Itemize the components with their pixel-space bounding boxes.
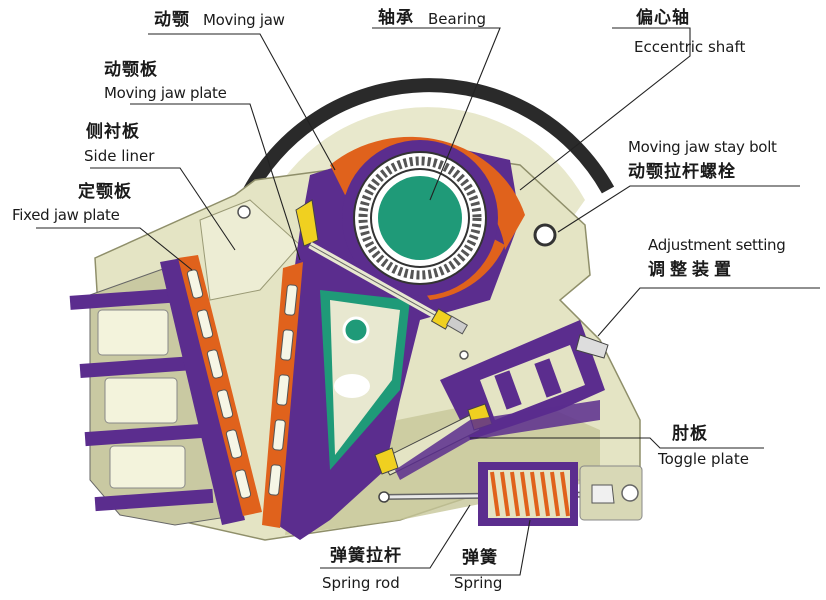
label-side-liner-zh: 侧衬板: [86, 122, 140, 142]
moving-jaw-teeth: [268, 284, 298, 496]
label-moving-jaw-en: Moving jaw: [203, 11, 285, 29]
fixed-jaw-teeth: [186, 269, 252, 499]
flywheel-rim: [238, 78, 615, 204]
leader-lines: [36, 27, 820, 576]
label-spring-en: Spring: [454, 574, 503, 592]
fixed-jaw-ribs: [69, 288, 214, 512]
label-fixed-jaw-plate-zh: 定颚板: [78, 182, 132, 202]
label-spring-rod-en: Spring rod: [322, 574, 400, 592]
frame-small-pin: [459, 350, 469, 360]
stay-bolt-bracket: [295, 199, 319, 247]
label-eccentric-shaft-zh: 偏心轴: [636, 8, 690, 28]
label-adjustment-setting-en: Adjustment setting: [648, 236, 786, 254]
spring-coils: [490, 471, 570, 517]
label-adjustment-setting-zh: 调整装置: [648, 260, 736, 280]
web-hole-bottom: [334, 374, 370, 398]
toggle-arm: [395, 400, 600, 480]
frame-pin: [533, 223, 557, 247]
adjust-bolt: [575, 334, 609, 359]
label-spring-zh: 弹簧: [462, 548, 498, 568]
label-bearing-zh: 轴承: [378, 8, 414, 28]
label-stay-bolt-zh: 动颚拉杆螺栓: [628, 162, 736, 182]
bearing-shaft: [378, 176, 462, 260]
bearing-rollers: [358, 156, 482, 280]
fixed-jaw-frame-purple: [160, 258, 245, 525]
label-eccentric-shaft-en: Eccentric shaft: [634, 38, 746, 56]
spring-nut: [591, 484, 615, 504]
fixed-jaw-pockets: [97, 309, 186, 489]
label-bearing-en: Bearing: [428, 10, 487, 28]
label-toggle-plate-en: Toggle plate: [658, 450, 749, 468]
label-fixed-jaw-plate-en: Fixed jaw plate: [12, 206, 120, 224]
label-toggle-plate-zh: 肘板: [672, 424, 708, 444]
label-stay-bolt-en: Moving jaw stay bolt: [628, 138, 777, 156]
frame-bolt-hole: [237, 205, 251, 219]
label-moving-jaw-zh: 动颚: [154, 10, 190, 30]
web-hole-top: [342, 316, 370, 344]
label-side-liner-en: Side liner: [84, 147, 155, 165]
label-moving-jaw-plate-en: Moving jaw plate: [104, 84, 227, 102]
flywheel-inner: [270, 107, 585, 235]
side-liner-plate: [199, 199, 301, 301]
label-moving-jaw-plate-zh: 动颚板: [104, 60, 158, 80]
label-spring-rod-zh: 弹簧拉杆: [330, 546, 402, 566]
